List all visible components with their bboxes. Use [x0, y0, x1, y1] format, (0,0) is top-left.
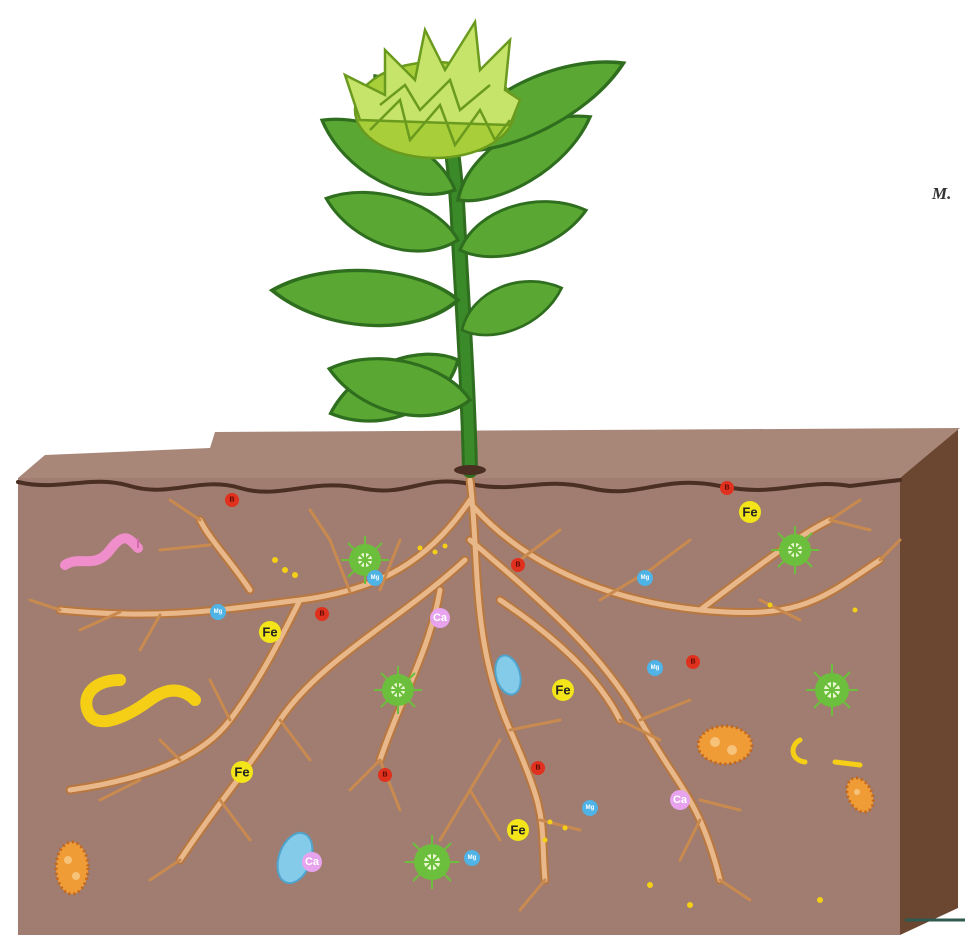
- calcium-badge: Ca: [430, 608, 450, 628]
- plant: [270, 22, 635, 475]
- iron-badge: Fe: [231, 761, 253, 783]
- iron-badge: Fe: [507, 819, 529, 841]
- stem-base: [454, 465, 486, 475]
- svg-text:B: B: [382, 772, 387, 779]
- boron-badge: B: [378, 768, 392, 782]
- svg-text:B: B: [229, 497, 234, 504]
- svg-text:B: B: [724, 485, 729, 492]
- svg-text:B: B: [535, 765, 540, 772]
- svg-text:Ca: Ca: [673, 794, 688, 806]
- calcium-badge: Ca: [302, 852, 322, 872]
- magnesium-badge: Mg: [582, 800, 598, 816]
- soil-top-surface: [18, 428, 960, 478]
- virus-particle: [405, 835, 459, 889]
- magnesium-badge: Mg: [367, 570, 383, 586]
- svg-text:B: B: [319, 611, 324, 618]
- iron-badge: Fe: [739, 501, 761, 523]
- svg-text:Fe: Fe: [510, 823, 525, 838]
- magnesium-badge: Mg: [637, 570, 653, 586]
- svg-text:Fe: Fe: [262, 625, 277, 640]
- orange-bacterium: [56, 842, 88, 894]
- soil-side-face: [900, 428, 958, 935]
- boron-badge: B: [511, 558, 525, 572]
- svg-text:Fe: Fe: [555, 683, 570, 698]
- svg-text:Mg: Mg: [468, 855, 477, 861]
- flower-head: [345, 22, 520, 158]
- orange-bacterium: [698, 726, 752, 764]
- boron-badge: B: [720, 481, 734, 495]
- yellow-rod-bacterium: [835, 762, 860, 765]
- svg-text:Fe: Fe: [742, 505, 757, 520]
- magnesium-badge: Mg: [647, 660, 663, 676]
- boron-badge: B: [686, 655, 700, 669]
- svg-text:Mg: Mg: [371, 575, 380, 581]
- magnesium-badge: Mg: [210, 604, 226, 620]
- corner-label: M.: [932, 184, 951, 204]
- svg-text:B: B: [690, 659, 695, 666]
- svg-text:B: B: [515, 562, 520, 569]
- calcium-badge: Ca: [670, 790, 690, 810]
- iron-badge: Fe: [552, 679, 574, 701]
- svg-text:Mg: Mg: [586, 805, 595, 811]
- svg-text:Mg: Mg: [214, 609, 223, 615]
- virus-particle: [374, 666, 422, 714]
- iron-badge: Fe: [259, 621, 281, 643]
- magnesium-badge: Mg: [464, 850, 480, 866]
- virus-particle: [771, 526, 819, 574]
- svg-text:Ca: Ca: [305, 856, 320, 868]
- boron-badge: B: [531, 761, 545, 775]
- svg-text:Ca: Ca: [433, 612, 448, 624]
- boron-badge: B: [315, 607, 329, 621]
- svg-text:Fe: Fe: [234, 765, 249, 780]
- svg-text:Mg: Mg: [651, 665, 660, 671]
- svg-text:Mg: Mg: [641, 575, 650, 581]
- boron-badge: B: [225, 493, 239, 507]
